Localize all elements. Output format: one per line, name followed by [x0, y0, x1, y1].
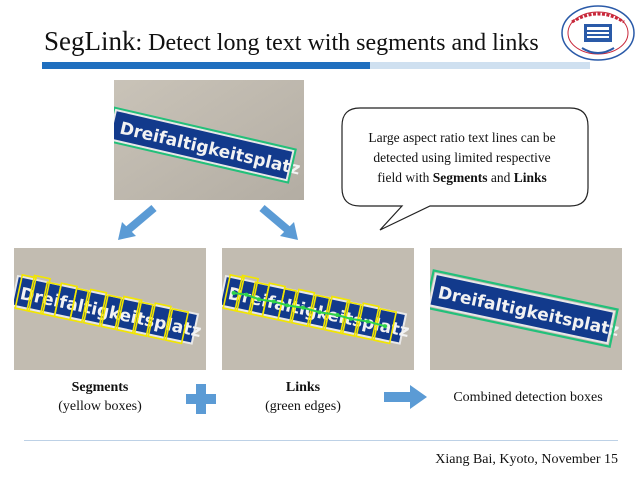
arrow-right-icon: [384, 385, 427, 409]
arrow-down-right-icon: [259, 204, 298, 240]
combined-caption: Combined detection boxes: [453, 390, 603, 405]
combined-detection-image: Dreifaltigkeitsplatz: [430, 248, 622, 370]
title-brand: SegLink: [44, 26, 136, 56]
segments-image: Dreifaltigkeitsplatz: [14, 248, 206, 370]
links-image: Dreifaltigkeitsplatz: [222, 248, 414, 370]
links-caption: Links (green edges): [265, 380, 341, 414]
title-underline: [42, 62, 590, 69]
arrow-down-left-icon: [118, 204, 157, 240]
speech-bubble: [341, 107, 589, 231]
title-rest: : Detect long text with segments and lin…: [135, 30, 539, 56]
footer-divider: [24, 440, 618, 441]
university-seal-logo: [561, 5, 635, 61]
segments-caption: Segments (yellow boxes): [58, 380, 142, 414]
plus-icon: [186, 384, 216, 414]
footer-text: Xiang Bai, Kyoto, November 15: [435, 452, 618, 467]
input-street-sign-image: Dreifaltigkeitsplatz: [114, 80, 304, 200]
callout-text: Large aspect ratio text lines can be det…: [368, 130, 556, 185]
slide-title: SegLink: Detect long text with segments …: [44, 26, 539, 57]
